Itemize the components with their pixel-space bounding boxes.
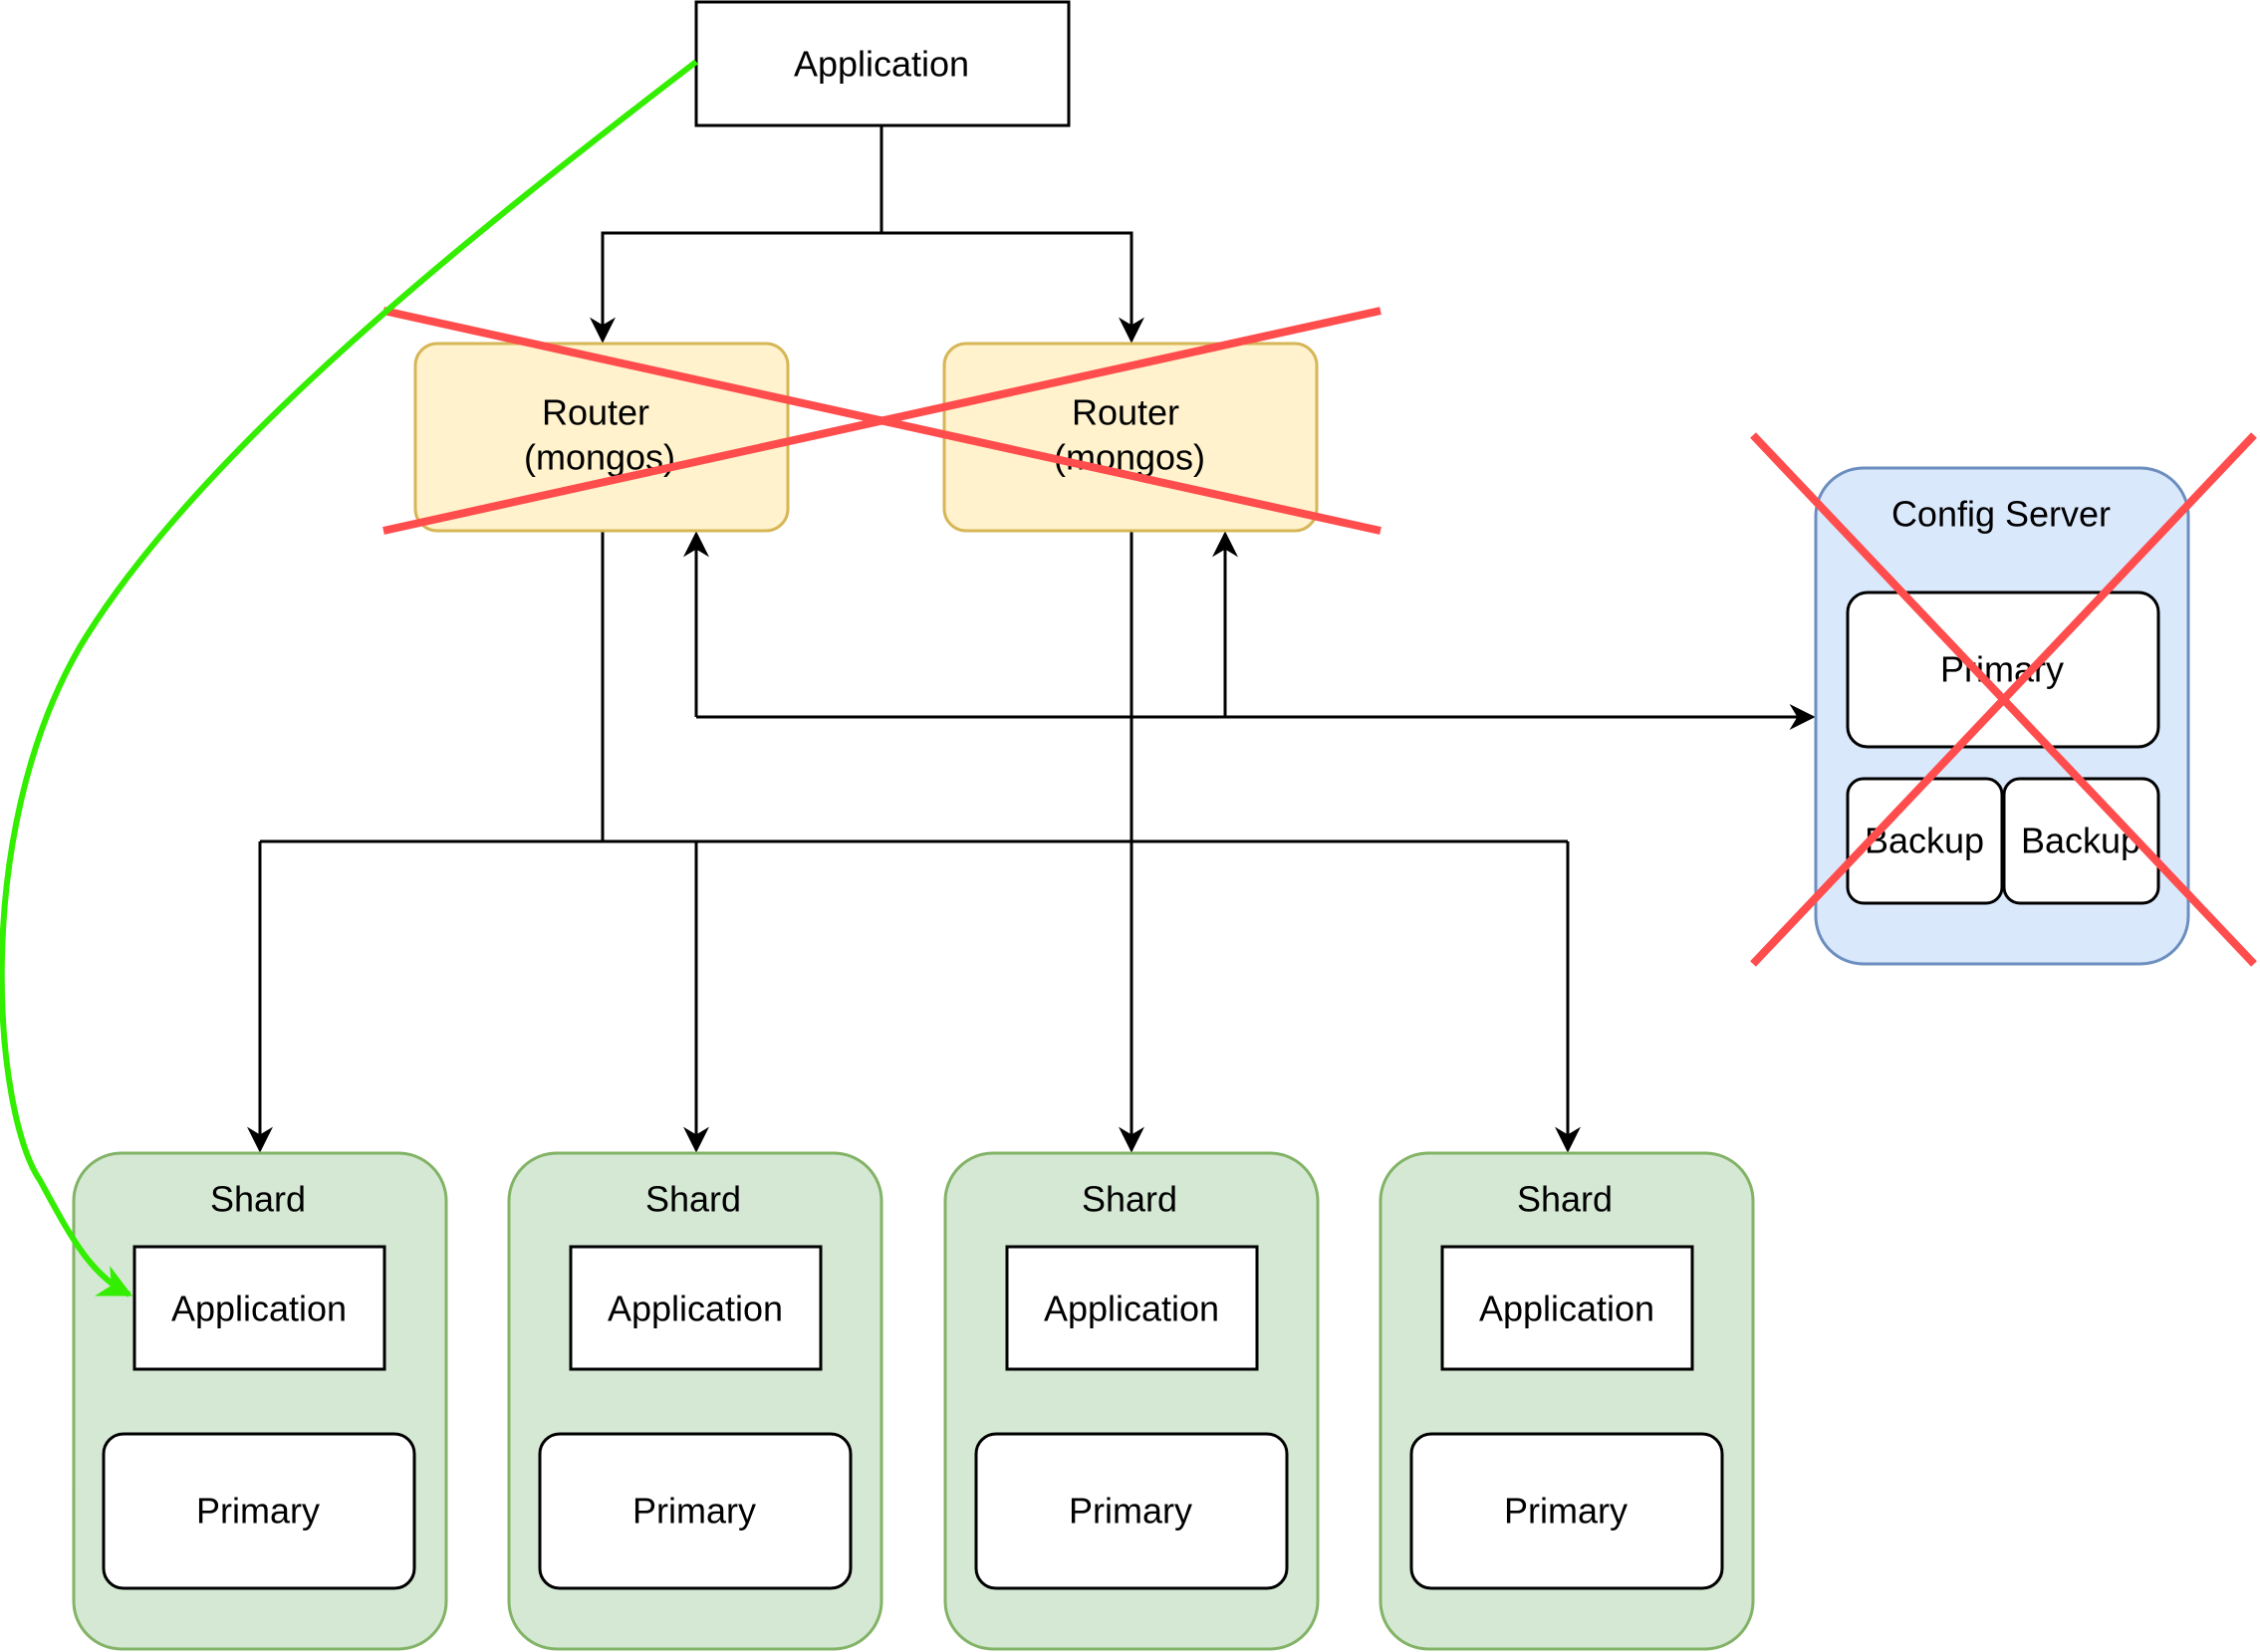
- config-server-node[interactable]: Config Server Primary Backup Backup: [1814, 466, 2190, 966]
- direct-path-arrow: [0, 59, 698, 1298]
- router-2-subtitle: (mongos): [1054, 437, 1205, 478]
- shard-3-primary[interactable]: Primary: [974, 1432, 1289, 1590]
- shard-3-primary-label: Primary: [1069, 1491, 1192, 1532]
- shard-2-primary[interactable]: Primary: [538, 1432, 853, 1590]
- config-cross-stroke-2: [1750, 432, 2257, 967]
- shard-1-primary-label: Primary: [196, 1491, 320, 1532]
- shard-1-title: Shard: [210, 1179, 306, 1220]
- shard-4-primary-label: Primary: [1504, 1491, 1628, 1532]
- top-application-label: Application: [794, 44, 969, 85]
- shard-2-title: Shard: [645, 1179, 741, 1220]
- shard-1-application-label: Application: [171, 1289, 347, 1329]
- top-application-node[interactable]: Application: [694, 0, 1071, 127]
- config-primary[interactable]: Primary: [1846, 590, 2160, 749]
- shard-3-application[interactable]: Application: [1005, 1245, 1259, 1371]
- router-2-title: Router: [1072, 392, 1179, 433]
- shard-3-application-label: Application: [1044, 1289, 1219, 1329]
- routers-cross-stroke-2: [382, 307, 1381, 535]
- shard-1-primary[interactable]: Primary: [102, 1432, 416, 1590]
- shard-node-2[interactable]: Shard Application Primary: [507, 1151, 883, 1651]
- shard-node-3[interactable]: Shard Application Primary: [943, 1151, 1320, 1651]
- shard-1-application[interactable]: Application: [132, 1245, 386, 1371]
- shard-4-application[interactable]: Application: [1440, 1245, 1694, 1371]
- config-server-cross-mark: [1750, 432, 2257, 967]
- shard-node-4[interactable]: Shard Application Primary: [1379, 1151, 1755, 1651]
- shard-node-1[interactable]: Shard Application Primary: [72, 1151, 448, 1651]
- connector-app-to-router-1: [590, 231, 881, 344]
- config-server-title: Config Server: [1891, 494, 2111, 535]
- router-1-box: [413, 342, 790, 533]
- shard-2-application-label: Application: [608, 1289, 783, 1329]
- shard-3-title: Shard: [1082, 1179, 1177, 1220]
- router-node-1[interactable]: Router (mongos): [413, 342, 790, 533]
- shard-4-application-label: Application: [1479, 1289, 1654, 1329]
- shard-4-primary[interactable]: Primary: [1409, 1432, 1724, 1590]
- routers-cross-mark: [382, 307, 1381, 535]
- shard-4-title: Shard: [1517, 1179, 1613, 1220]
- shard-2-primary-label: Primary: [632, 1491, 756, 1532]
- shard-2-application[interactable]: Application: [569, 1245, 823, 1371]
- connector-app-to-router-2: [881, 231, 1144, 344]
- router-1-title: Router: [542, 392, 649, 433]
